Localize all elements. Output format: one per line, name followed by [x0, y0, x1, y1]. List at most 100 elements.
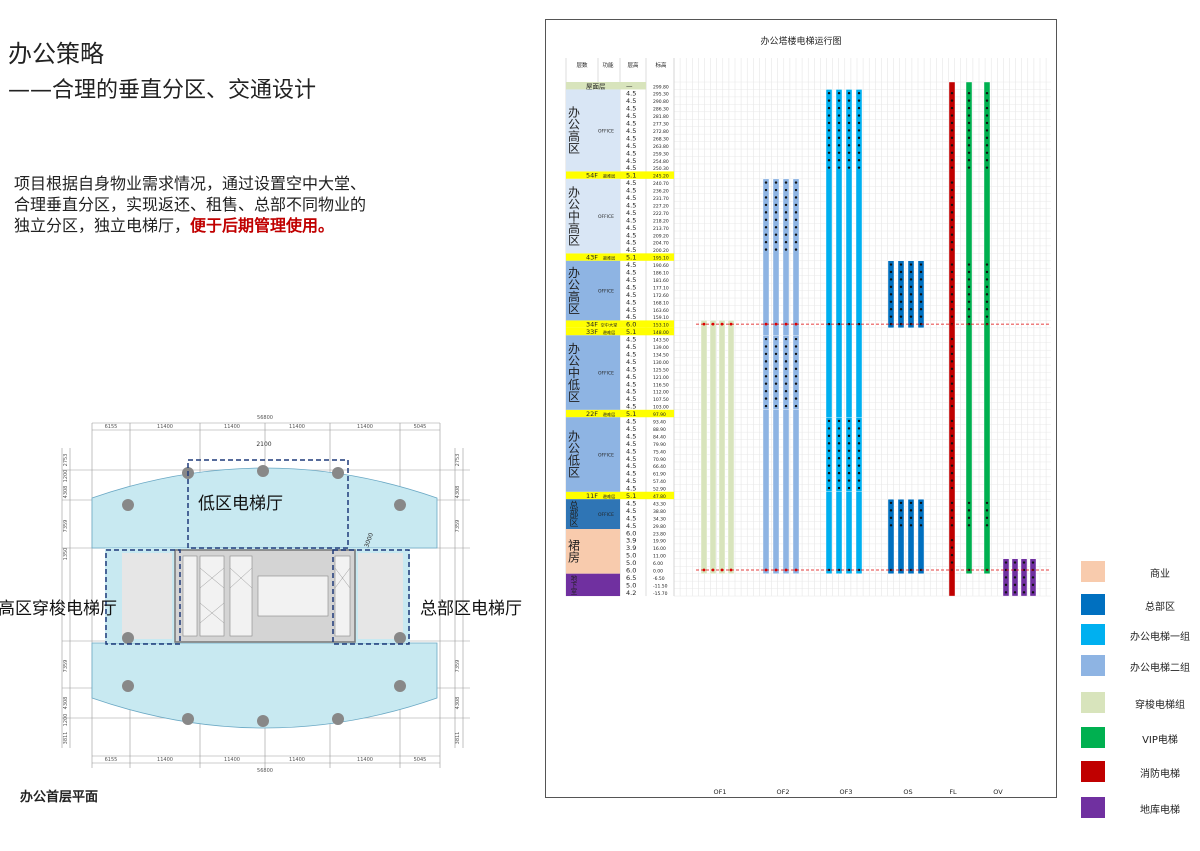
floor-height: 4.5 — [626, 112, 636, 120]
legend-swatch — [1081, 594, 1105, 615]
elevator-stop — [847, 442, 851, 445]
elevator-stop — [774, 382, 778, 385]
elevator-stop — [857, 91, 861, 95]
elevator-stop — [774, 375, 778, 378]
elevator-car-shaft — [917, 499, 925, 574]
elevator-stop — [764, 397, 768, 400]
elevator-stop — [950, 427, 954, 430]
dim-side-r4: 7359 — [455, 520, 461, 533]
elevator-stop — [950, 352, 954, 356]
zone-label-char: 办 — [568, 429, 580, 444]
plan-columns — [122, 465, 406, 727]
elevator-stop — [764, 375, 768, 378]
elevator-stop — [899, 509, 903, 512]
elevator-stop — [774, 367, 778, 371]
elevator-stop — [774, 240, 778, 244]
elevator-stop — [950, 524, 954, 527]
floor-height: — — [626, 82, 633, 90]
elevator-stop — [950, 516, 954, 520]
floor-height: 4.5 — [626, 90, 636, 98]
floor-elevation: 222.70 — [653, 211, 669, 217]
elevator-stop — [857, 479, 861, 482]
zone-label-char: 房 — [568, 550, 580, 565]
elevator-stop — [847, 166, 851, 169]
header-elevation: 标高 — [655, 61, 667, 69]
elevator-stop — [919, 300, 923, 303]
floor-height: 4.5 — [626, 313, 636, 321]
dim-side-8: 1200 — [63, 714, 69, 727]
floor-elevation: 209.20 — [653, 233, 669, 239]
floor-height: 4.5 — [626, 477, 636, 485]
elevator-stop — [784, 345, 788, 348]
floor-elevation: 263.80 — [653, 144, 669, 150]
transfer-stop — [764, 322, 768, 326]
elevator-stop — [774, 389, 778, 393]
elevator-stop — [967, 136, 971, 140]
elevator-stop — [774, 248, 778, 251]
elevator-car-shaft — [845, 417, 853, 492]
floor-height: 4.5 — [626, 187, 636, 195]
floor-height: 4.5 — [626, 336, 636, 344]
floor-elevation: 299.80 — [653, 84, 669, 90]
refuge-row — [566, 327, 674, 336]
dim-bottom-3: 11400 — [224, 757, 240, 763]
elevator-stop — [899, 315, 903, 318]
elevator-stop — [764, 404, 768, 408]
elevator-stop — [967, 509, 971, 512]
elevator-stop — [1013, 583, 1017, 587]
elevator-stop — [827, 136, 831, 140]
elevator-stop — [950, 121, 954, 125]
elevator-stop — [837, 166, 841, 169]
elevator-stop — [985, 516, 989, 520]
floor-number: 54F — [586, 172, 598, 180]
high-zone-box — [105, 549, 181, 645]
floor-height: 6.0 — [626, 321, 636, 329]
elevator-stop — [764, 352, 768, 356]
dim-top-6: 5045 — [414, 424, 427, 430]
elevator-stop — [950, 479, 954, 482]
floor-elevation: 190.60 — [653, 263, 669, 269]
elevator-stop — [1031, 561, 1035, 564]
elevator-stop — [837, 151, 841, 154]
zone-label-char: 区 — [568, 142, 580, 156]
elevator-stop — [764, 367, 768, 371]
elevator-stop — [950, 449, 954, 452]
floor-elevation: 148.00 — [653, 330, 669, 336]
floor-height: 4.5 — [626, 298, 636, 306]
dim-bottom-5: 11400 — [357, 757, 373, 763]
elevator-stop — [774, 203, 778, 207]
zone-label-char: 办 — [568, 265, 580, 280]
legend-label: VIP电梯 — [1142, 735, 1178, 746]
elevator-stop — [764, 181, 768, 184]
elevator-stop — [899, 524, 903, 527]
floor-height: 4.5 — [626, 403, 636, 411]
elevator-stop — [1022, 561, 1026, 564]
zone-block — [566, 178, 620, 254]
floor-number: 11F — [586, 492, 598, 500]
elevator-stop — [950, 345, 954, 348]
elevator-stop — [967, 166, 971, 169]
plan-south-lobe — [91, 642, 438, 729]
dim-bottom-6: 5045 — [414, 757, 427, 763]
elevator-stop — [794, 382, 798, 385]
shaft-label-of2: OF2 — [777, 788, 790, 796]
elevator-stop — [784, 389, 788, 393]
shaft-label-of1: OF1 — [714, 788, 727, 796]
floor-elevation: 121.00 — [653, 375, 669, 381]
floor-height: 5.1 — [626, 254, 636, 262]
elevator-stop — [967, 568, 971, 572]
dim-top-5: 11400 — [357, 424, 373, 430]
elevator-stop — [837, 434, 841, 438]
elevator-stop — [950, 389, 954, 393]
elevator-stop — [847, 144, 851, 147]
elevator-stop — [909, 270, 913, 274]
elevator-stop — [919, 285, 923, 289]
elevator-car-shaft — [700, 320, 708, 574]
elevator-stop — [950, 300, 954, 303]
floor-elevation: 16.00 — [653, 546, 666, 552]
dim-side-2: 1200 — [63, 470, 69, 483]
elevator-stop — [985, 278, 989, 281]
low-zone-box — [187, 459, 349, 549]
elevator-stop — [909, 501, 913, 505]
elevator-stop — [909, 278, 913, 281]
